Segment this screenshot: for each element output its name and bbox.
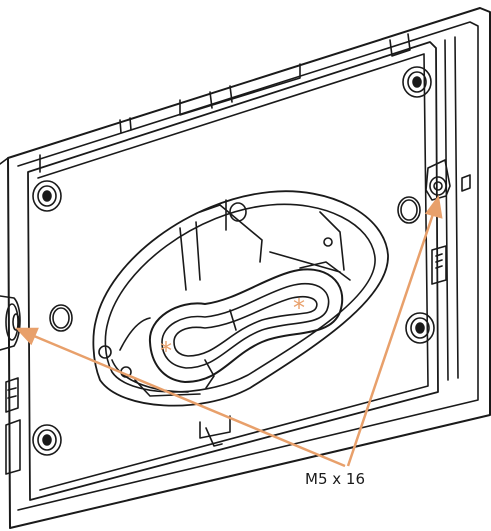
slot-mechanism [98, 261, 351, 397]
arrowhead-right-icon [424, 194, 443, 219]
plate-screw-bottom-right [405, 312, 435, 344]
plate-screw-bottom-left [32, 424, 62, 456]
marker-asterisk-left: * [160, 337, 172, 365]
left-clips [5, 377, 21, 475]
leader-line-right [346, 213, 435, 467]
mounting-plate [27, 33, 439, 501]
mounting-hole-left [49, 304, 73, 332]
leader-line-left [33, 334, 346, 468]
mounting-hole-right [397, 196, 421, 224]
central-opening [92, 190, 389, 407]
housing-frame [0, 7, 491, 529]
plate-screw-top-left [32, 180, 62, 212]
arrowhead-left-icon [15, 327, 39, 346]
callout-leaders [15, 194, 443, 468]
left-fixing-screw [0, 295, 21, 351]
screw-spec-label: M5 x 16 [302, 469, 408, 489]
marker-asterisk-right: * [293, 294, 305, 322]
plate-screw-top-right [402, 66, 432, 98]
right-bracket [425, 159, 471, 285]
